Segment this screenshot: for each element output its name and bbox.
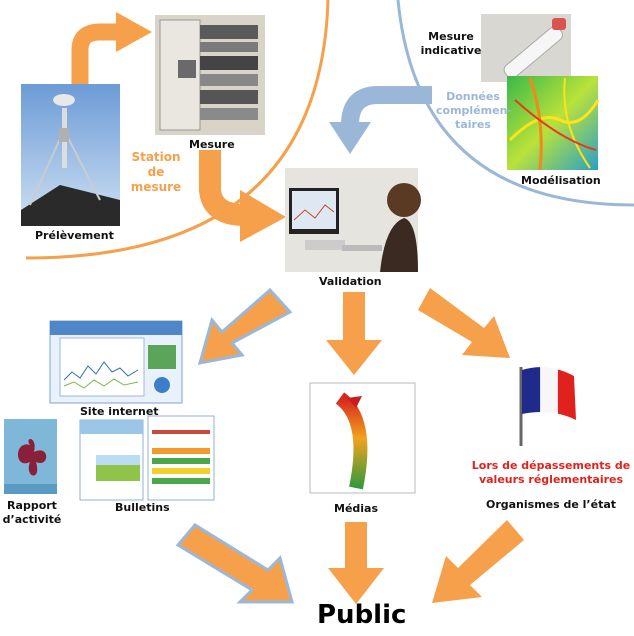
label-donnees-complementaires: Données complémen- taires: [436, 90, 512, 132]
label-rapport-activite: Rapport d’activité: [0, 499, 64, 527]
medias-index-scale: [309, 382, 416, 494]
label-mesure-indicative: Mesure indicative: [420, 30, 482, 58]
donnees-line-2: complémen-: [436, 104, 512, 117]
label-organismes-etat: Organismes de l’état: [485, 498, 617, 511]
label-bulletins: Bulletins: [115, 501, 170, 514]
prelevement-photo: [21, 84, 120, 226]
bulletins-pages: [79, 415, 215, 501]
site-internet-screenshot: [49, 320, 183, 404]
depassements-line-1: Lors de dépassements de: [471, 459, 631, 472]
arrow-medias-public: [328, 522, 384, 604]
modelisation-map: [507, 76, 600, 171]
arrow-donnees-validation: [341, 86, 432, 126]
label-depassements: Lors de dépassements de valeurs réglemen…: [468, 459, 634, 487]
arrow-validation-etat: [418, 288, 510, 358]
label-prelevement: Prélèvement: [35, 229, 114, 242]
mesure-indicative-line-1: Mesure: [428, 30, 474, 43]
arrow-mesure-validation: [199, 150, 246, 226]
donnees-line-1: Données: [446, 90, 500, 103]
station-line-2: de: [147, 165, 165, 179]
arrow-etat-public: [432, 520, 524, 603]
donnees-line-3: taires: [455, 118, 491, 131]
orange-cycle-arc: [25, 0, 330, 260]
label-modelisation: Modélisation: [521, 174, 601, 187]
arrow-bulletins-public: [175, 523, 294, 604]
arrow-validation-site: [197, 287, 293, 365]
mesure-photo: [155, 15, 265, 135]
rapport-line-2: d’activité: [2, 513, 62, 526]
mesure-indicative-photo: [481, 14, 571, 82]
mesure-indicative-line-2: indicative: [420, 44, 482, 57]
label-medias: Médias: [334, 502, 379, 515]
rapport-cover: [4, 419, 57, 494]
arrow-validation-medias: [326, 292, 382, 375]
rapport-line-1: Rapport: [7, 499, 57, 512]
arrow-prelevement-mesure: [71, 23, 118, 92]
station-line-3: mesure: [130, 180, 182, 194]
label-mesure: Mesure: [189, 138, 235, 151]
station-line-1: Station: [131, 150, 181, 164]
label-station-de-mesure: Station de mesure: [128, 150, 184, 195]
label-public: Public: [317, 600, 407, 630]
label-validation: Validation: [319, 275, 382, 288]
label-site-internet: Site internet: [80, 405, 159, 418]
blue-cycle-arc: [396, 0, 634, 207]
depassements-line-2: valeurs réglementaires: [478, 473, 624, 486]
french-flag: [519, 367, 576, 446]
validation-photo: [285, 168, 421, 272]
